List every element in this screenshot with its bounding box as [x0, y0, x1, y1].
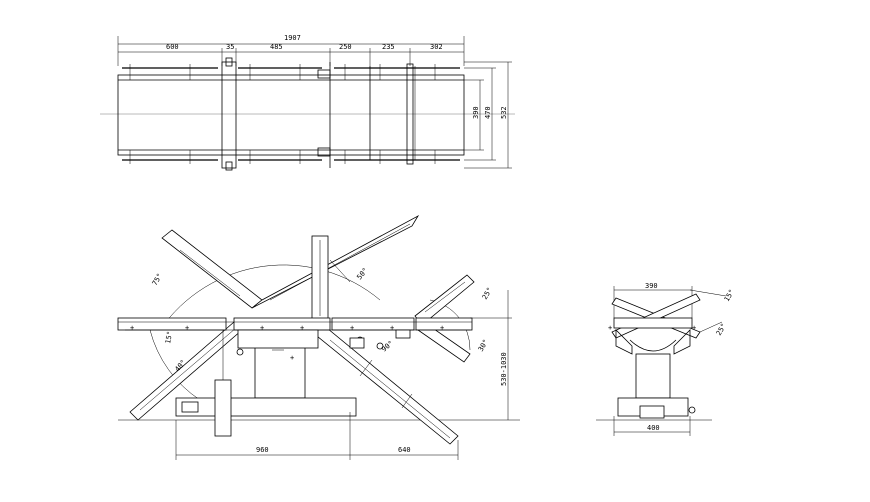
svg-text:+: + [290, 354, 294, 362]
plan-width-dims [464, 61, 512, 169]
svg-text:+: + [350, 324, 354, 332]
svg-text:+: + [390, 324, 394, 332]
table-top-outline [117, 74, 465, 156]
end-column [635, 353, 671, 399]
svg-text:+: + [260, 324, 264, 332]
dim-segment-3: 485 [270, 43, 283, 51]
angle-trend: 25° [481, 286, 494, 301]
dim-segment-2: 35 [226, 43, 234, 51]
dim-width-2: 470 [484, 106, 492, 119]
dim-overall-length: 1907 [284, 34, 301, 42]
dim-height-range: 530-1030 [500, 352, 508, 386]
svg-text:+: + [692, 324, 696, 332]
angle-head-down: 15° [164, 330, 174, 344]
back-post [311, 235, 329, 321]
dim-base-length: 960 [256, 446, 269, 454]
head-section-raised [161, 229, 263, 309]
dim-top-width: 390 [645, 282, 658, 290]
tilt-arc-lower [149, 329, 201, 401]
end-table-top [613, 317, 693, 329]
dim-segment-1: 600 [166, 43, 179, 51]
end-bracket-right [673, 329, 691, 355]
end-caster [688, 406, 696, 414]
leg-section-raised [414, 274, 475, 326]
dim-width-3: 532 [500, 106, 508, 119]
dim-width-1: 390 [472, 106, 480, 119]
dim-segment-4: 250 [339, 43, 352, 51]
end-view: 390 15° 25° + + 400 [596, 282, 736, 436]
plan-view: 1907 600 35 485 250 235 302 [100, 34, 515, 171]
svg-text:+: + [300, 324, 304, 332]
angle-leg-up: 30° [477, 338, 490, 353]
angle-tilt-up: 15° [723, 288, 736, 303]
plan-side-rails [122, 64, 460, 164]
table-top-flat: + + + + + + + [117, 317, 473, 332]
plan-section-joints [221, 57, 416, 171]
tilt-arc-upper [159, 264, 381, 331]
svg-text:+: + [130, 324, 134, 332]
pedestal: + [175, 329, 411, 437]
side-view: + + + + + + + + 960 640 [117, 214, 520, 460]
dim-segment-5: 235 [382, 43, 395, 51]
dim-base-width: 400 [647, 424, 660, 432]
angle-head-up: 75° [151, 272, 164, 287]
angle-leg-down: 90° [380, 339, 395, 353]
dim-segment-6: 302 [430, 43, 443, 51]
svg-text:+: + [185, 324, 189, 332]
back-section-raised [251, 214, 420, 309]
dim-extension: 640 [398, 446, 411, 454]
end-bracket-left [615, 329, 633, 355]
end-base-foot [639, 405, 665, 419]
svg-text:+: + [608, 324, 612, 332]
end-yoke [629, 339, 677, 352]
svg-text:+: + [440, 324, 444, 332]
angle-back-up: 50° [355, 266, 369, 281]
